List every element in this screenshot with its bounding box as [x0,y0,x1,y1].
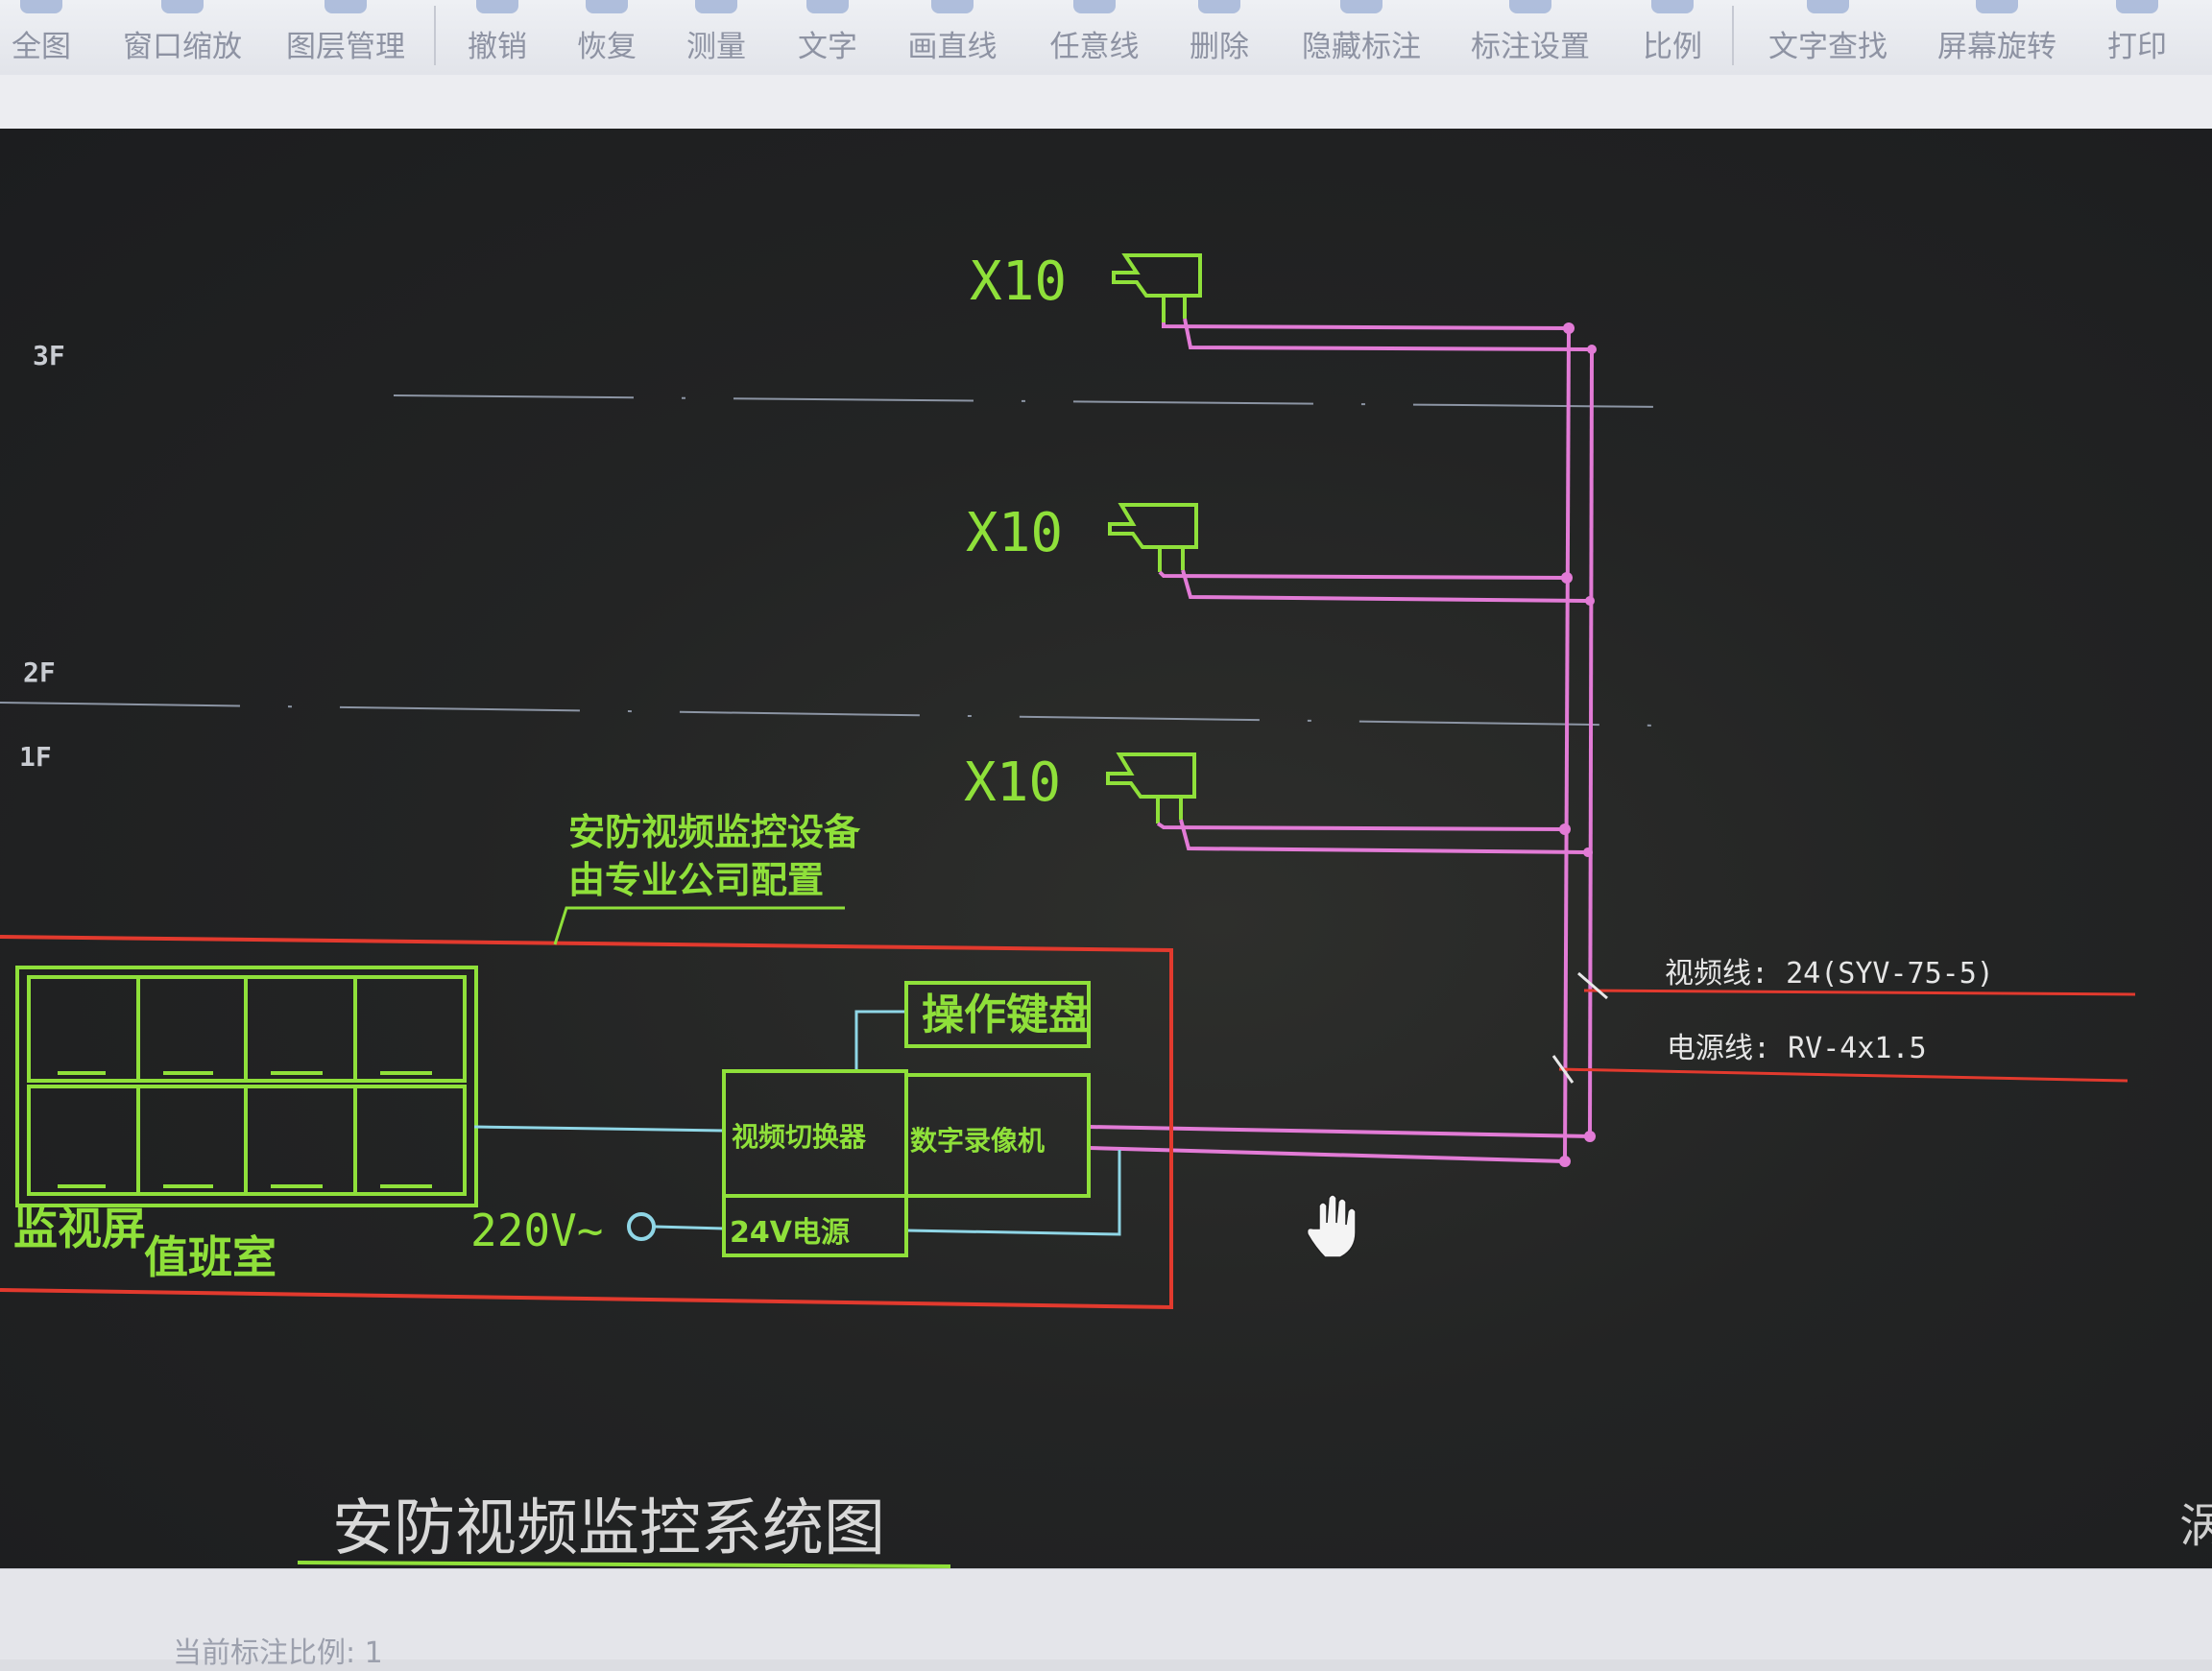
tool-label: 屏幕旋转 [1937,30,2056,64]
freehand-icon [1073,0,1116,13]
freehand-button[interactable]: 任意线 [1045,0,1144,75]
tool-label: 窗口缩放 [123,30,242,64]
draw-line-button[interactable]: 画直线 [902,0,1002,75]
measure-icon [695,0,737,13]
rotate-screen-button[interactable]: 屏幕旋转 [1932,0,2062,75]
delete-button[interactable]: 删除 [1185,0,1254,75]
hide-annotation-icon [1340,0,1382,13]
switcher-label: 视频切换器 [732,1121,867,1153]
redo-button[interactable]: 恢复 [572,0,641,75]
window-zoom-button[interactable]: 窗口缩放 [117,0,248,75]
tool-label: 撤销 [468,30,527,64]
text-search-icon [1807,0,1849,13]
annotation-settings-button[interactable]: 标注设置 [1465,0,1596,75]
floor-lines [0,394,1671,727]
camera-icon-1f [1106,752,1196,824]
secondary-bar [0,75,2212,129]
power-supply-label: 24V电源 [730,1216,850,1250]
tool-label: 测量 [686,30,746,64]
tool-label: 任意线 [1049,30,1140,64]
fit-all-icon [20,0,62,13]
keyboard-box [904,981,1091,1048]
drawing-canvas[interactable]: 3F 2F 1F X10 X10 [0,129,2212,1568]
video-power-wiring [1088,318,1594,1163]
rotate-screen-icon [1976,0,2018,13]
tool-label: 隐藏标注 [1302,30,1421,64]
toolbar-divider [1732,6,1734,65]
camera-count-1f: X10 [964,752,1061,814]
floor-label-2f: 2F [23,656,56,688]
text-button[interactable]: 文字 [793,0,862,75]
floor-label-1f: 1F [19,741,52,773]
tool-label: 标注设置 [1471,30,1590,64]
duty-room-frame [0,935,1173,1310]
cable-leaders [1551,971,2136,1084]
floor-label-3f: 3F [33,340,65,371]
tool-label: 比例 [1643,30,1702,64]
monitor-label: 监视屏 [13,1203,146,1254]
layers-icon [325,0,367,13]
note-leader [553,906,845,945]
tool-label: 恢复 [577,30,637,64]
undo-icon [476,0,518,13]
tool-label: 打印 [2107,30,2167,64]
video-cable-label: 视频线: 24(SYV-75-5) [1665,957,1994,991]
fit-all-button[interactable]: 全图 [8,0,75,75]
edge-glyph: 涡 [2179,1499,2212,1553]
measure-button[interactable]: 测量 [682,0,751,75]
monitor-wall [15,966,478,1207]
tool-label: 文字 [798,30,857,64]
layers-button[interactable]: 图层管理 [280,0,411,75]
redo-icon [586,0,628,13]
recorder-box [904,1073,1091,1198]
camera-count-3f: X10 [970,251,1067,313]
text-search-button[interactable]: 文字查找 [1763,0,1893,75]
toolbar: 全图 窗口缩放 图层管理 撤销 恢复 测量 文字 画直线 任意线 删除 隐藏标注 [0,0,2212,76]
tool-label: 画直线 [907,30,998,64]
scale-icon [1651,0,1694,13]
duty-room-label: 值班室 [144,1231,276,1283]
cad-drawing: 3F 2F 1F X10 X10 [0,251,2212,1568]
camera-icon-2f [1108,503,1198,572]
scale-button[interactable]: 比例 [1638,0,1707,75]
tool-label: 删除 [1190,30,1249,64]
voltage-label: 220V~ [470,1205,603,1256]
tool-label: 全图 [12,30,71,64]
status-bar: 当前标注比例: 1 [0,1568,2212,1670]
pan-hand-icon [1306,1194,1357,1258]
tool-label: 图层管理 [286,30,405,64]
undo-button[interactable]: 撤销 [463,0,532,75]
scale-status: 当前标注比例: 1 [173,1636,383,1670]
drawing-title: 安防视频监控系统图 [332,1493,885,1564]
annotation-settings-icon [1509,0,1551,13]
equipment [722,981,1091,1257]
delete-icon [1198,0,1240,13]
control-wiring [473,1010,1121,1241]
note-line-2: 由专业公司配置 [568,859,824,901]
power-cable-label: 电源线: RV-4x1.5 [1667,1032,1927,1065]
print-button[interactable]: 打印 [2103,0,2172,75]
power-supply-box [722,1194,908,1257]
junction-dots [1559,322,1597,1167]
floor-line-2f-1f [0,702,1664,727]
recorder-label: 数字录像机 [910,1125,1045,1157]
tool-label: 文字查找 [1768,30,1887,64]
toolbar-divider [434,6,436,65]
hide-annotation-button[interactable]: 隐藏标注 [1296,0,1427,75]
line-icon [931,0,974,13]
title-underline [297,1561,951,1568]
print-icon [2116,0,2158,13]
cameras [1106,253,1202,824]
camera-icon-3f [1112,253,1202,322]
window-zoom-icon [161,0,204,13]
camera-count-2f: X10 [966,502,1063,564]
keyboard-label: 操作键盘 [922,991,1091,1039]
floor-line-3f [393,394,1671,408]
note-line-1: 安防视频监控设备 [568,811,861,853]
text-icon [806,0,849,13]
